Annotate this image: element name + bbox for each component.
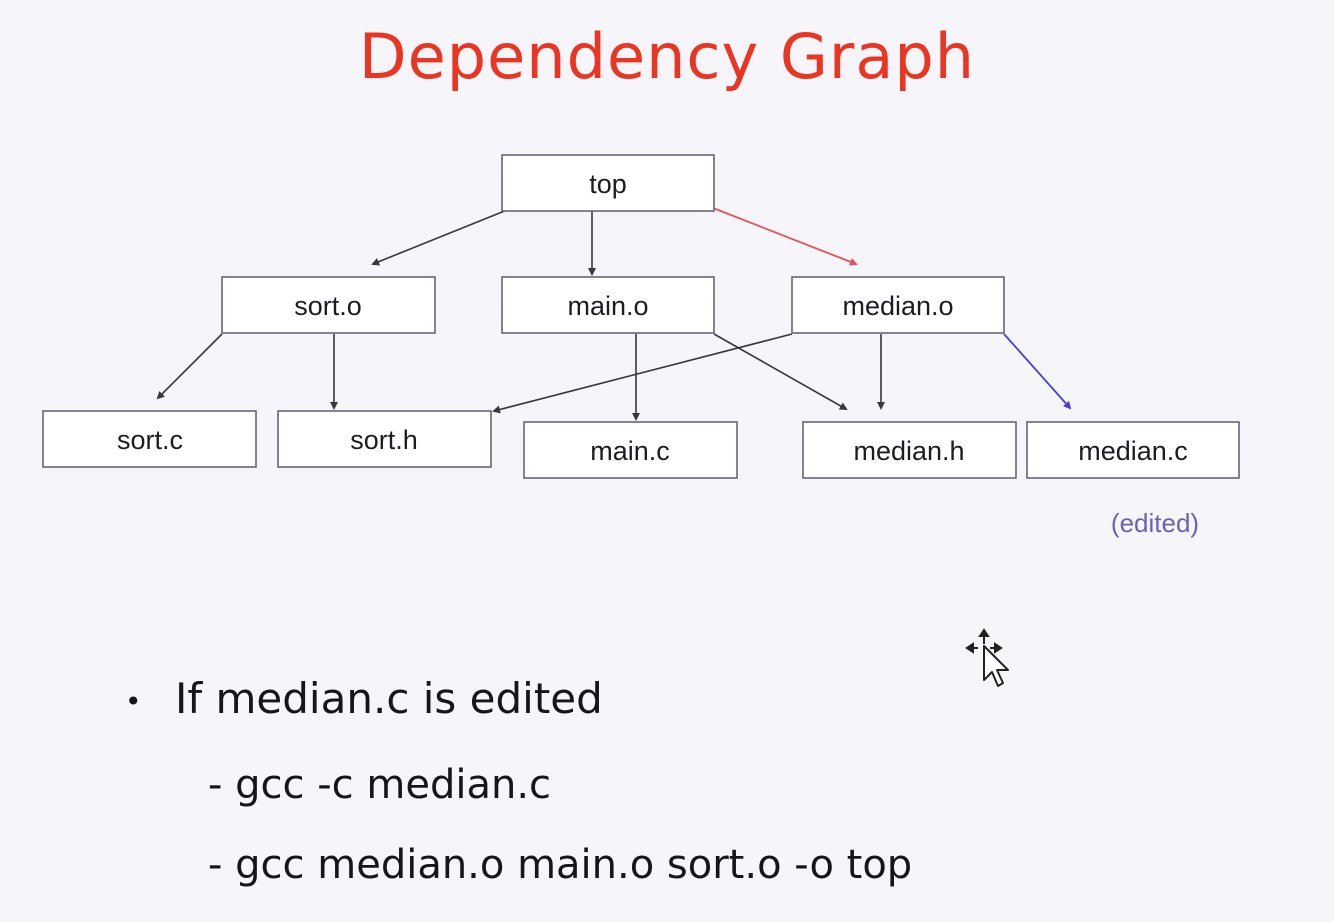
node-label-sort-o: sort.o [294, 291, 362, 321]
node-label-median-h: median.h [853, 436, 964, 466]
node-median-c: median.c [1026, 421, 1240, 479]
bullet-main-text: If median.c is edited [175, 674, 603, 723]
node-label-sort-c: sort.c [117, 425, 183, 455]
graph-edges [156, 207, 1072, 421]
node-label-main-o: main.o [567, 291, 648, 321]
bullet-dot: • [125, 685, 142, 718]
edge-top-median-o [712, 207, 858, 266]
node-median-h: median.h [802, 421, 1017, 479]
edited-note: (edited) [1111, 508, 1199, 538]
node-sort-h: sort.h [277, 410, 492, 468]
edge-sort-o-sort-c [156, 333, 223, 400]
node-top: top [501, 154, 715, 212]
node-main-c: main.c [523, 421, 738, 479]
bullet-sub-item-2: - gcc median.o main.o sort.o -o top [208, 842, 913, 888]
edge-main-o-median-h [713, 333, 848, 410]
bullet-sub-item-1: - gcc -c median.c [208, 762, 552, 808]
node-sort-c: sort.c [42, 410, 257, 468]
node-median-o: median.o [791, 276, 1005, 334]
node-label-top: top [589, 169, 627, 199]
node-sort-o: sort.o [221, 276, 436, 334]
node-label-sort-h: sort.h [350, 425, 418, 455]
edge-top-sort-o [371, 209, 508, 266]
slide-title: Dependency Graph [358, 20, 976, 93]
edge-median-o-sort-h [492, 333, 793, 414]
move-arrow-cursor-icon [965, 628, 1009, 687]
edge-median-o-median-c [1003, 333, 1072, 410]
bullet-item-main: • If median.c is edited [125, 674, 603, 723]
node-main-o: main.o [501, 276, 715, 334]
node-label-median-c: median.c [1078, 436, 1188, 466]
node-label-main-c: main.c [590, 436, 670, 466]
node-label-median-o: median.o [842, 291, 953, 321]
